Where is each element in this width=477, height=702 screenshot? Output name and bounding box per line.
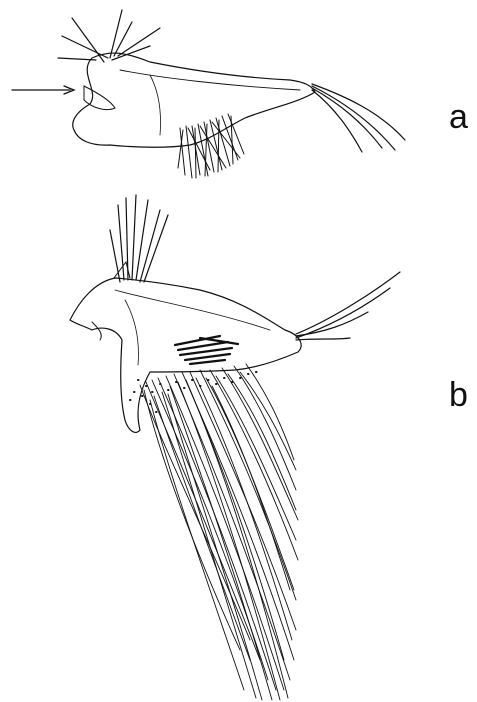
panel-label-b: b xyxy=(449,378,468,412)
panel-b-illustration xyxy=(70,195,400,700)
panel-a-illustration xyxy=(12,10,405,178)
panel-label-a: a xyxy=(449,100,468,134)
